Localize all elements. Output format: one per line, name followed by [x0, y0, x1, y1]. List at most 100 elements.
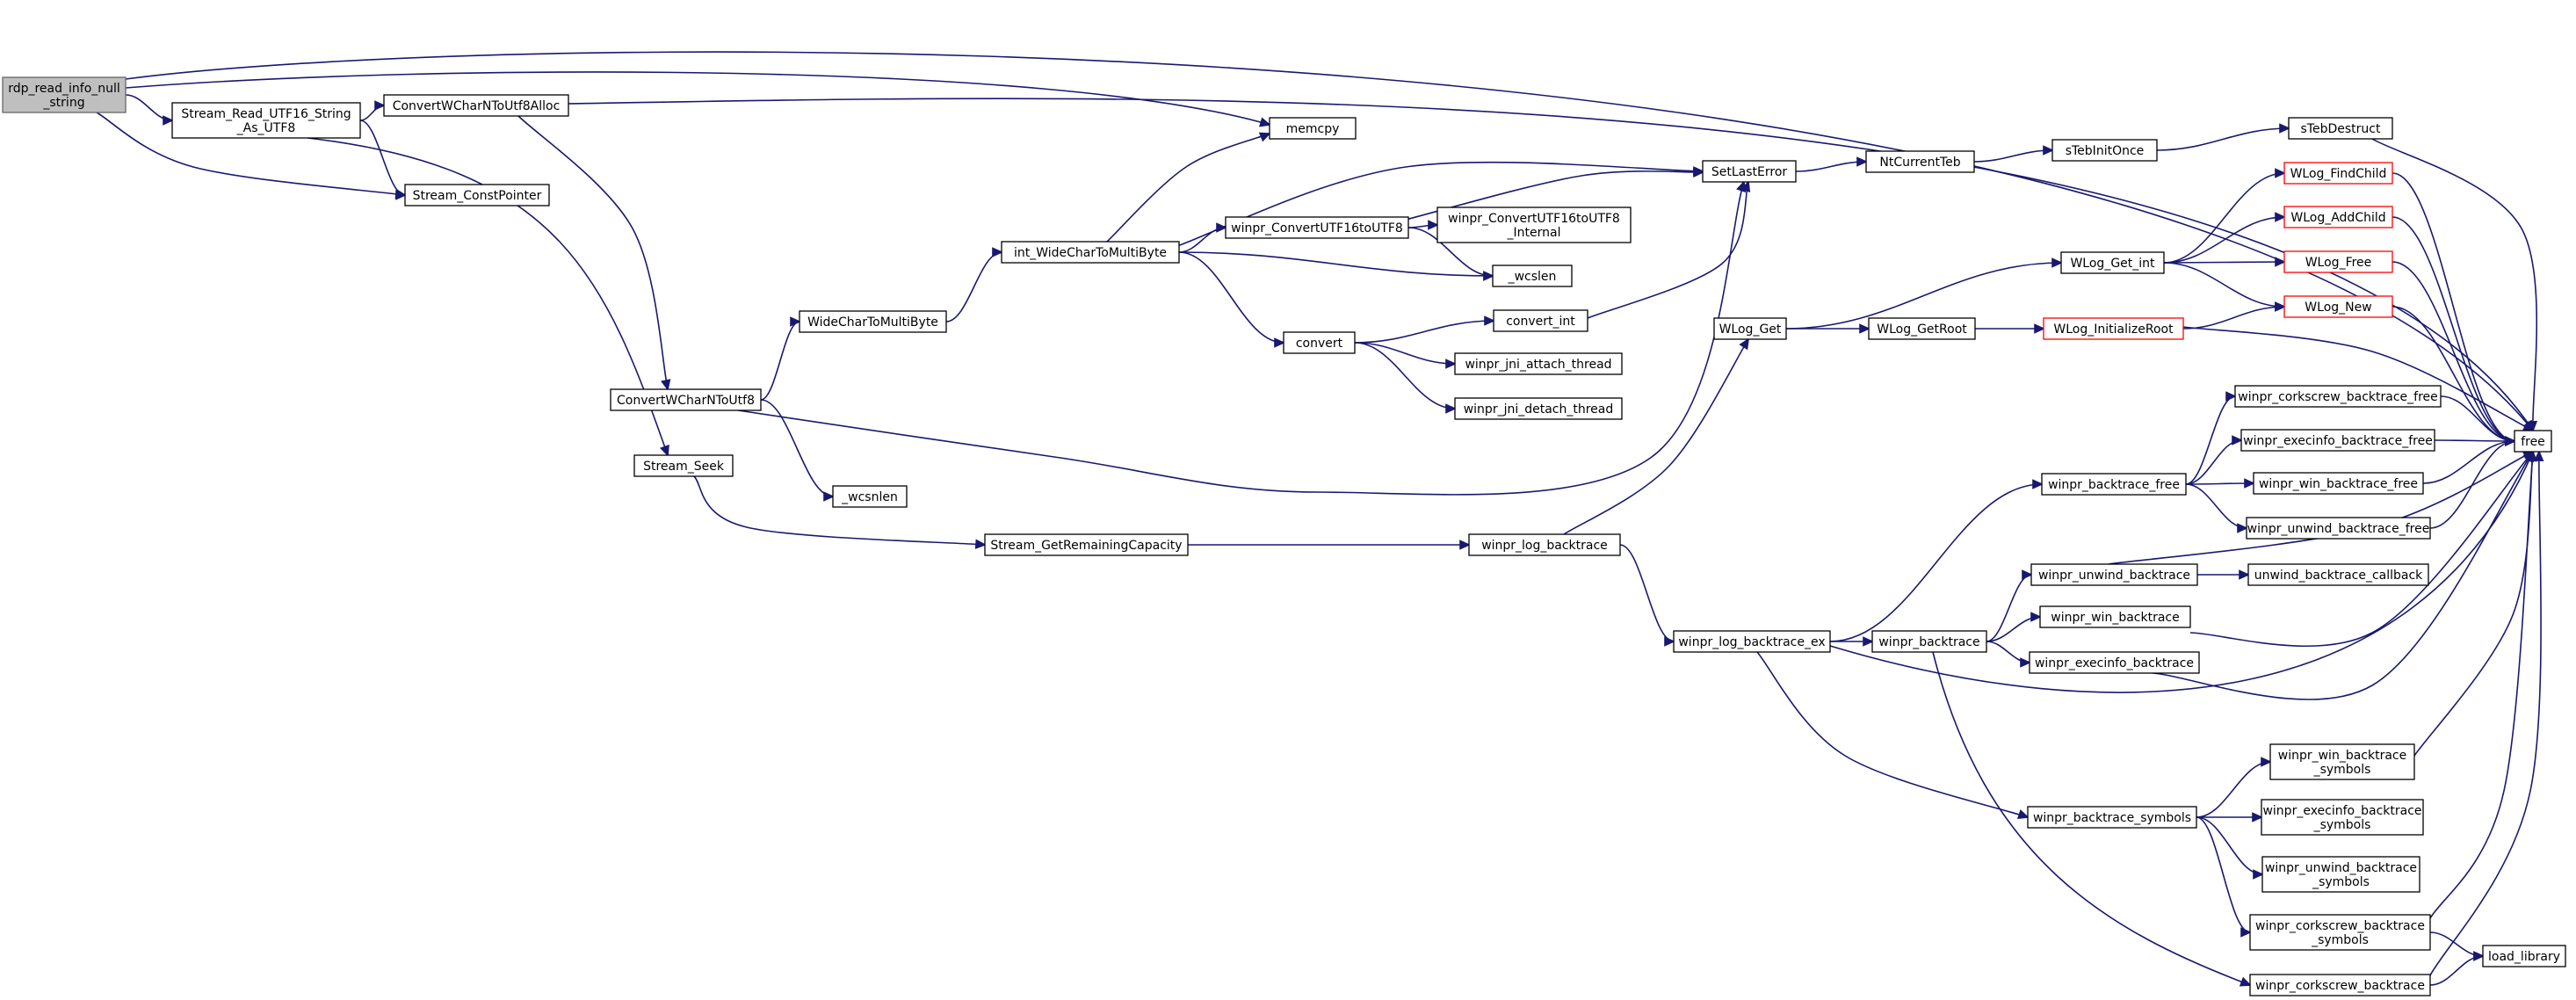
node-box[interactable] [984, 533, 1189, 556]
node-wlfind[interactable]: WLog_FindChild [2283, 162, 2393, 185]
node-box[interactable] [2514, 430, 2552, 453]
node-box[interactable] [404, 184, 550, 207]
node-wlinit[interactable]: WLog_InitializeRoot [2043, 317, 2184, 340]
node-box[interactable] [2283, 206, 2393, 228]
node-box[interactable] [1454, 397, 1623, 420]
node-box[interactable] [2283, 162, 2393, 185]
node-wladd[interactable]: WLog_AddChild [2283, 206, 2393, 228]
node-box[interactable] [633, 454, 734, 477]
node-box[interactable] [2027, 806, 2197, 829]
node-nct[interactable]: NtCurrentTeb [1865, 150, 1975, 173]
node-box[interactable] [1454, 352, 1623, 375]
node-wubs[interactable]: winpr_unwind_backtrace_symbols [2261, 856, 2420, 893]
node-wlnew[interactable]: WLog_New [2283, 295, 2393, 318]
node-wcui[interactable]: winpr_ConvertUTF16toUTF8_Internal [1436, 207, 1632, 243]
node-wubf[interactable]: winpr_unwind_backtrace_free [2246, 517, 2431, 540]
node-loadlib[interactable]: load_library [2482, 945, 2566, 967]
node-box[interactable] [2283, 295, 2393, 318]
node-free[interactable]: free [2514, 430, 2552, 453]
node-box[interactable] [1001, 241, 1180, 264]
node-box[interactable] [1269, 117, 1357, 140]
node-box[interactable] [2, 76, 127, 113]
node-box[interactable] [2482, 945, 2566, 967]
node-scp[interactable]: Stream_ConstPointer [404, 184, 550, 207]
node-sle[interactable]: SetLastError [1702, 160, 1797, 183]
node-box[interactable] [1436, 207, 1632, 243]
node-sgrc[interactable]: Stream_GetRemainingCapacity [984, 533, 1189, 556]
node-box[interactable] [2247, 563, 2429, 586]
node-box[interactable] [2043, 317, 2184, 340]
node-box[interactable] [1492, 264, 1573, 287]
node-wwb[interactable]: winpr_win_backtrace [2039, 605, 2191, 628]
node-wbs[interactable]: winpr_backtrace_symbols [2027, 806, 2197, 829]
node-wcu[interactable]: winpr_ConvertUTF16toUTF8 [1225, 216, 1409, 239]
node-box[interactable] [2261, 856, 2420, 893]
node-box[interactable] [2253, 472, 2424, 495]
node-box[interactable] [1865, 150, 1975, 173]
node-box[interactable] [1871, 630, 1987, 653]
node-box[interactable] [383, 94, 569, 117]
node-box[interactable] [2246, 517, 2431, 540]
node-box[interactable] [1702, 160, 1797, 183]
node-box[interactable] [799, 310, 947, 333]
node-wlget[interactable]: WLog_Get [1713, 317, 1787, 340]
node-jat[interactable]: winpr_jni_attach_thread [1454, 352, 1623, 375]
node-cwa[interactable]: ConvertWCharNToUtf8Alloc [383, 94, 569, 117]
node-box[interactable] [2288, 117, 2393, 140]
node-box[interactable] [2041, 473, 2187, 496]
node-wcbf[interactable]: winpr_corkscrew_backtrace_free [2234, 385, 2442, 408]
node-box[interactable] [2039, 605, 2191, 628]
node-wub[interactable]: winpr_unwind_backtrace [2030, 563, 2198, 586]
node-box[interactable] [2249, 914, 2431, 951]
node-box[interactable] [610, 388, 762, 411]
node-wlgetroot[interactable]: WLog_GetRoot [1868, 317, 1976, 340]
node-wlb[interactable]: winpr_log_backtrace [1468, 533, 1621, 556]
node-rdp[interactable]: rdp_read_info_null_string [2, 76, 127, 113]
node-iwctmb[interactable]: int_WideCharToMultiByte [1001, 241, 1180, 264]
node-box[interactable] [2051, 139, 2158, 162]
node-box[interactable] [1868, 317, 1976, 340]
node-box[interactable] [1673, 630, 1831, 653]
node-box[interactable] [2234, 385, 2442, 408]
node-webf[interactable]: winpr_execinfo_backtrace_free [2240, 429, 2435, 452]
node-box[interactable] [2029, 651, 2200, 674]
node-webs[interactable]: winpr_execinfo_backtrace_symbols [2261, 799, 2424, 836]
node-box[interactable] [2261, 799, 2424, 836]
node-box[interactable] [2060, 251, 2165, 274]
node-memcpy[interactable]: memcpy [1269, 117, 1357, 140]
node-box[interactable] [2240, 429, 2435, 452]
node-box[interactable] [2249, 974, 2431, 996]
node-wlfree[interactable]: WLog_Free [2283, 250, 2393, 273]
node-std[interactable]: sTebDestruct [2288, 117, 2393, 140]
node-box[interactable] [2030, 563, 2198, 586]
node-stio[interactable]: sTebInitOnce [2051, 139, 2158, 162]
node-box[interactable] [1493, 309, 1588, 332]
node-ubc[interactable]: unwind_backtrace_callback [2247, 563, 2429, 586]
node-jdt[interactable]: winpr_jni_detach_thread [1454, 397, 1623, 420]
node-box[interactable] [2283, 250, 2393, 273]
node-box[interactable] [1713, 317, 1787, 340]
node-wlgetint[interactable]: WLog_Get_int [2060, 251, 2165, 274]
node-wcslen[interactable]: _wcslen [1492, 264, 1573, 287]
node-box[interactable] [832, 485, 908, 508]
node-wctmb[interactable]: WideCharToMultiByte [799, 310, 947, 333]
node-wb[interactable]: winpr_backtrace [1871, 630, 1987, 653]
node-cwn[interactable]: ConvertWCharNToUtf8 [610, 388, 762, 411]
node-sseek[interactable]: Stream_Seek [633, 454, 734, 477]
node-wwbs[interactable]: winpr_win_backtrace_symbols [2269, 743, 2415, 780]
node-box[interactable] [1283, 331, 1356, 354]
node-box[interactable] [1225, 216, 1409, 239]
node-convert[interactable]: convert [1283, 331, 1356, 354]
node-sru[interactable]: Stream_Read_UTF16_String_As_UTF8 [171, 102, 361, 139]
node-wwbf[interactable]: winpr_win_backtrace_free [2253, 472, 2424, 495]
node-cint[interactable]: convert_int [1493, 309, 1588, 332]
node-box[interactable] [2269, 743, 2415, 780]
node-wcbs[interactable]: winpr_corkscrew_backtrace_symbols [2249, 914, 2431, 951]
node-web[interactable]: winpr_execinfo_backtrace [2029, 651, 2200, 674]
node-wbf[interactable]: winpr_backtrace_free [2041, 473, 2187, 496]
node-wlbex[interactable]: winpr_log_backtrace_ex [1673, 630, 1831, 653]
node-wcb[interactable]: winpr_corkscrew_backtrace [2249, 974, 2431, 996]
node-box[interactable] [1468, 533, 1621, 556]
node-box[interactable] [171, 102, 361, 139]
node-wcsnlen[interactable]: _wcsnlen [832, 485, 908, 508]
